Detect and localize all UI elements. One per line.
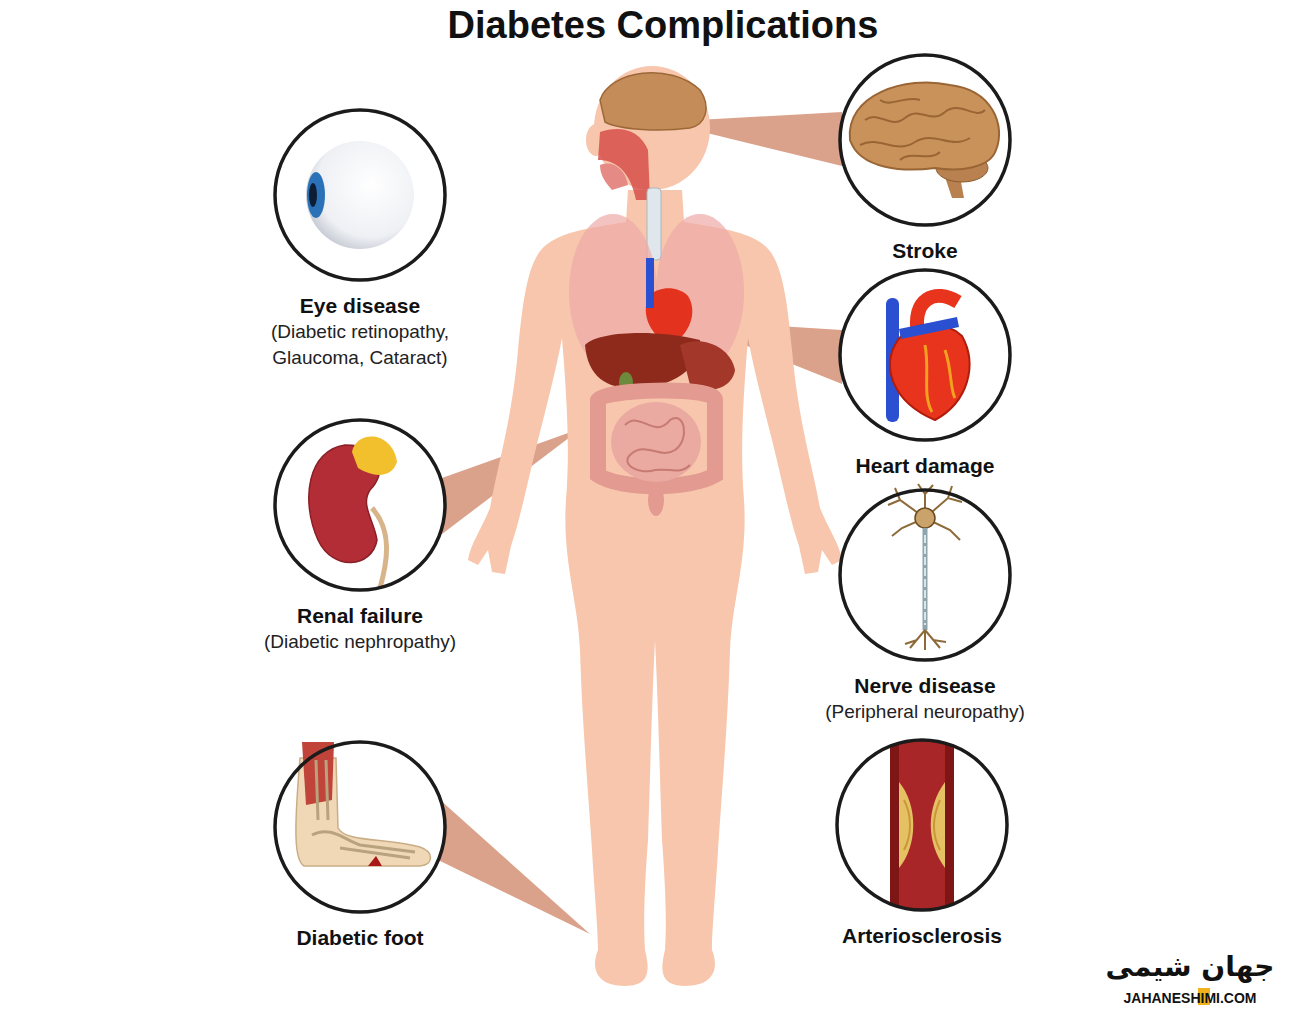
heart-icon <box>886 296 969 422</box>
brain-icon <box>850 82 999 198</box>
complication-circle: Arteriosclerosis <box>787 737 1057 953</box>
circle-ground <box>275 742 445 912</box>
node-texts: Arteriosclerosis <box>787 922 1057 949</box>
adrenal-gland <box>352 437 397 475</box>
axon <box>923 528 928 630</box>
node-texts: Eye disease(Diabetic retinopathy, Glauco… <box>225 292 495 371</box>
complication-circle: Stroke <box>790 52 1060 268</box>
circle-grounds <box>275 55 1010 912</box>
circle-border <box>275 110 445 280</box>
complication-detail: (Diabetic retinopathy, Glaucoma, Catarac… <box>225 319 495 371</box>
bones <box>312 760 415 858</box>
circle-ground <box>840 270 1010 440</box>
complication-name: Renal failure <box>225 602 495 629</box>
large-intestine <box>598 391 715 487</box>
node-texts: Renal failure(Diabetic nephropathy) <box>225 602 495 655</box>
heart <box>890 324 970 420</box>
complication-name: Diabetic foot <box>225 924 495 951</box>
complication-circle: Nerve disease(Peripheral neuropathy) <box>790 487 1060 729</box>
kidney-icon <box>309 437 397 588</box>
complication-name: Arteriosclerosis <box>787 922 1057 949</box>
circle-border <box>840 270 1010 440</box>
rectum <box>648 484 664 516</box>
complication-circle: Renal failure(Diabetic nephropathy) <box>225 417 495 659</box>
foot <box>296 758 431 866</box>
vein <box>646 258 654 308</box>
watermark: JAHANESHIMI.COM <box>1100 990 1280 1007</box>
eye-icon <box>306 141 414 249</box>
complication-name: Heart damage <box>790 452 1060 479</box>
circle-ground <box>275 420 445 590</box>
intestine-folds <box>625 418 690 471</box>
coronary-vessels <box>925 345 955 412</box>
title: Diabetes Complications <box>313 2 1013 48</box>
plaque <box>931 782 945 868</box>
artery-lumen <box>899 735 945 917</box>
stomach <box>680 341 735 390</box>
complication-circle: Eye disease(Diabetic retinopathy, Glauco… <box>225 107 495 375</box>
circle-border <box>840 55 1010 225</box>
eyeball <box>306 141 414 249</box>
complication-name: Nerve disease <box>790 672 1060 699</box>
plaque <box>899 782 913 868</box>
cerebrum <box>850 82 999 169</box>
circle-ground <box>275 110 445 280</box>
node-texts: Diabetic foot <box>225 924 495 951</box>
circle-border <box>837 740 1007 910</box>
artery-icon <box>890 735 954 917</box>
human-body <box>468 66 842 986</box>
circle-outline <box>225 417 495 593</box>
complication-name: Stroke <box>790 237 1060 264</box>
circle-border <box>275 420 445 590</box>
complication-circle: Diabetic foot <box>225 739 495 955</box>
small-intestine <box>611 402 701 482</box>
circle-border <box>840 490 1010 660</box>
node-texts: Stroke <box>790 237 1060 264</box>
pharynx <box>598 129 650 200</box>
pupil <box>309 183 317 207</box>
circle-outline <box>225 739 495 915</box>
brain-folds <box>860 99 985 160</box>
leader-wedge <box>438 798 590 934</box>
complication-detail: (Peripheral neuropathy) <box>790 699 1060 725</box>
complication-name: Eye disease <box>225 292 495 319</box>
circle-ground <box>840 490 1010 660</box>
soma <box>915 508 935 528</box>
circle-outline <box>787 737 1057 913</box>
complication-detail: (Diabetic nephropathy) <box>225 629 495 655</box>
ulcer <box>368 856 382 866</box>
myelin <box>924 535 926 625</box>
axon-terminals <box>905 630 946 650</box>
iris <box>307 172 325 218</box>
node-texts: Heart damage <box>790 452 1060 479</box>
tongue <box>600 164 628 190</box>
liver <box>585 333 700 388</box>
watermark: جهان شیمی <box>1100 950 1280 984</box>
artery-wall <box>890 735 954 917</box>
plaque-texture <box>904 800 940 850</box>
circle-outline <box>790 487 1060 663</box>
head <box>594 66 710 190</box>
circle-ground <box>840 55 1010 225</box>
circle-outline <box>790 52 1060 228</box>
node-texts: Nerve disease(Peripheral neuropathy) <box>790 672 1060 725</box>
complication-circle: Heart damage <box>790 267 1060 483</box>
circle-outline <box>790 267 1060 443</box>
brain <box>600 73 706 130</box>
pulmonary-artery <box>900 322 958 334</box>
circle-outline <box>225 107 495 283</box>
circle-border <box>275 742 445 912</box>
neuron-icon <box>888 484 962 650</box>
